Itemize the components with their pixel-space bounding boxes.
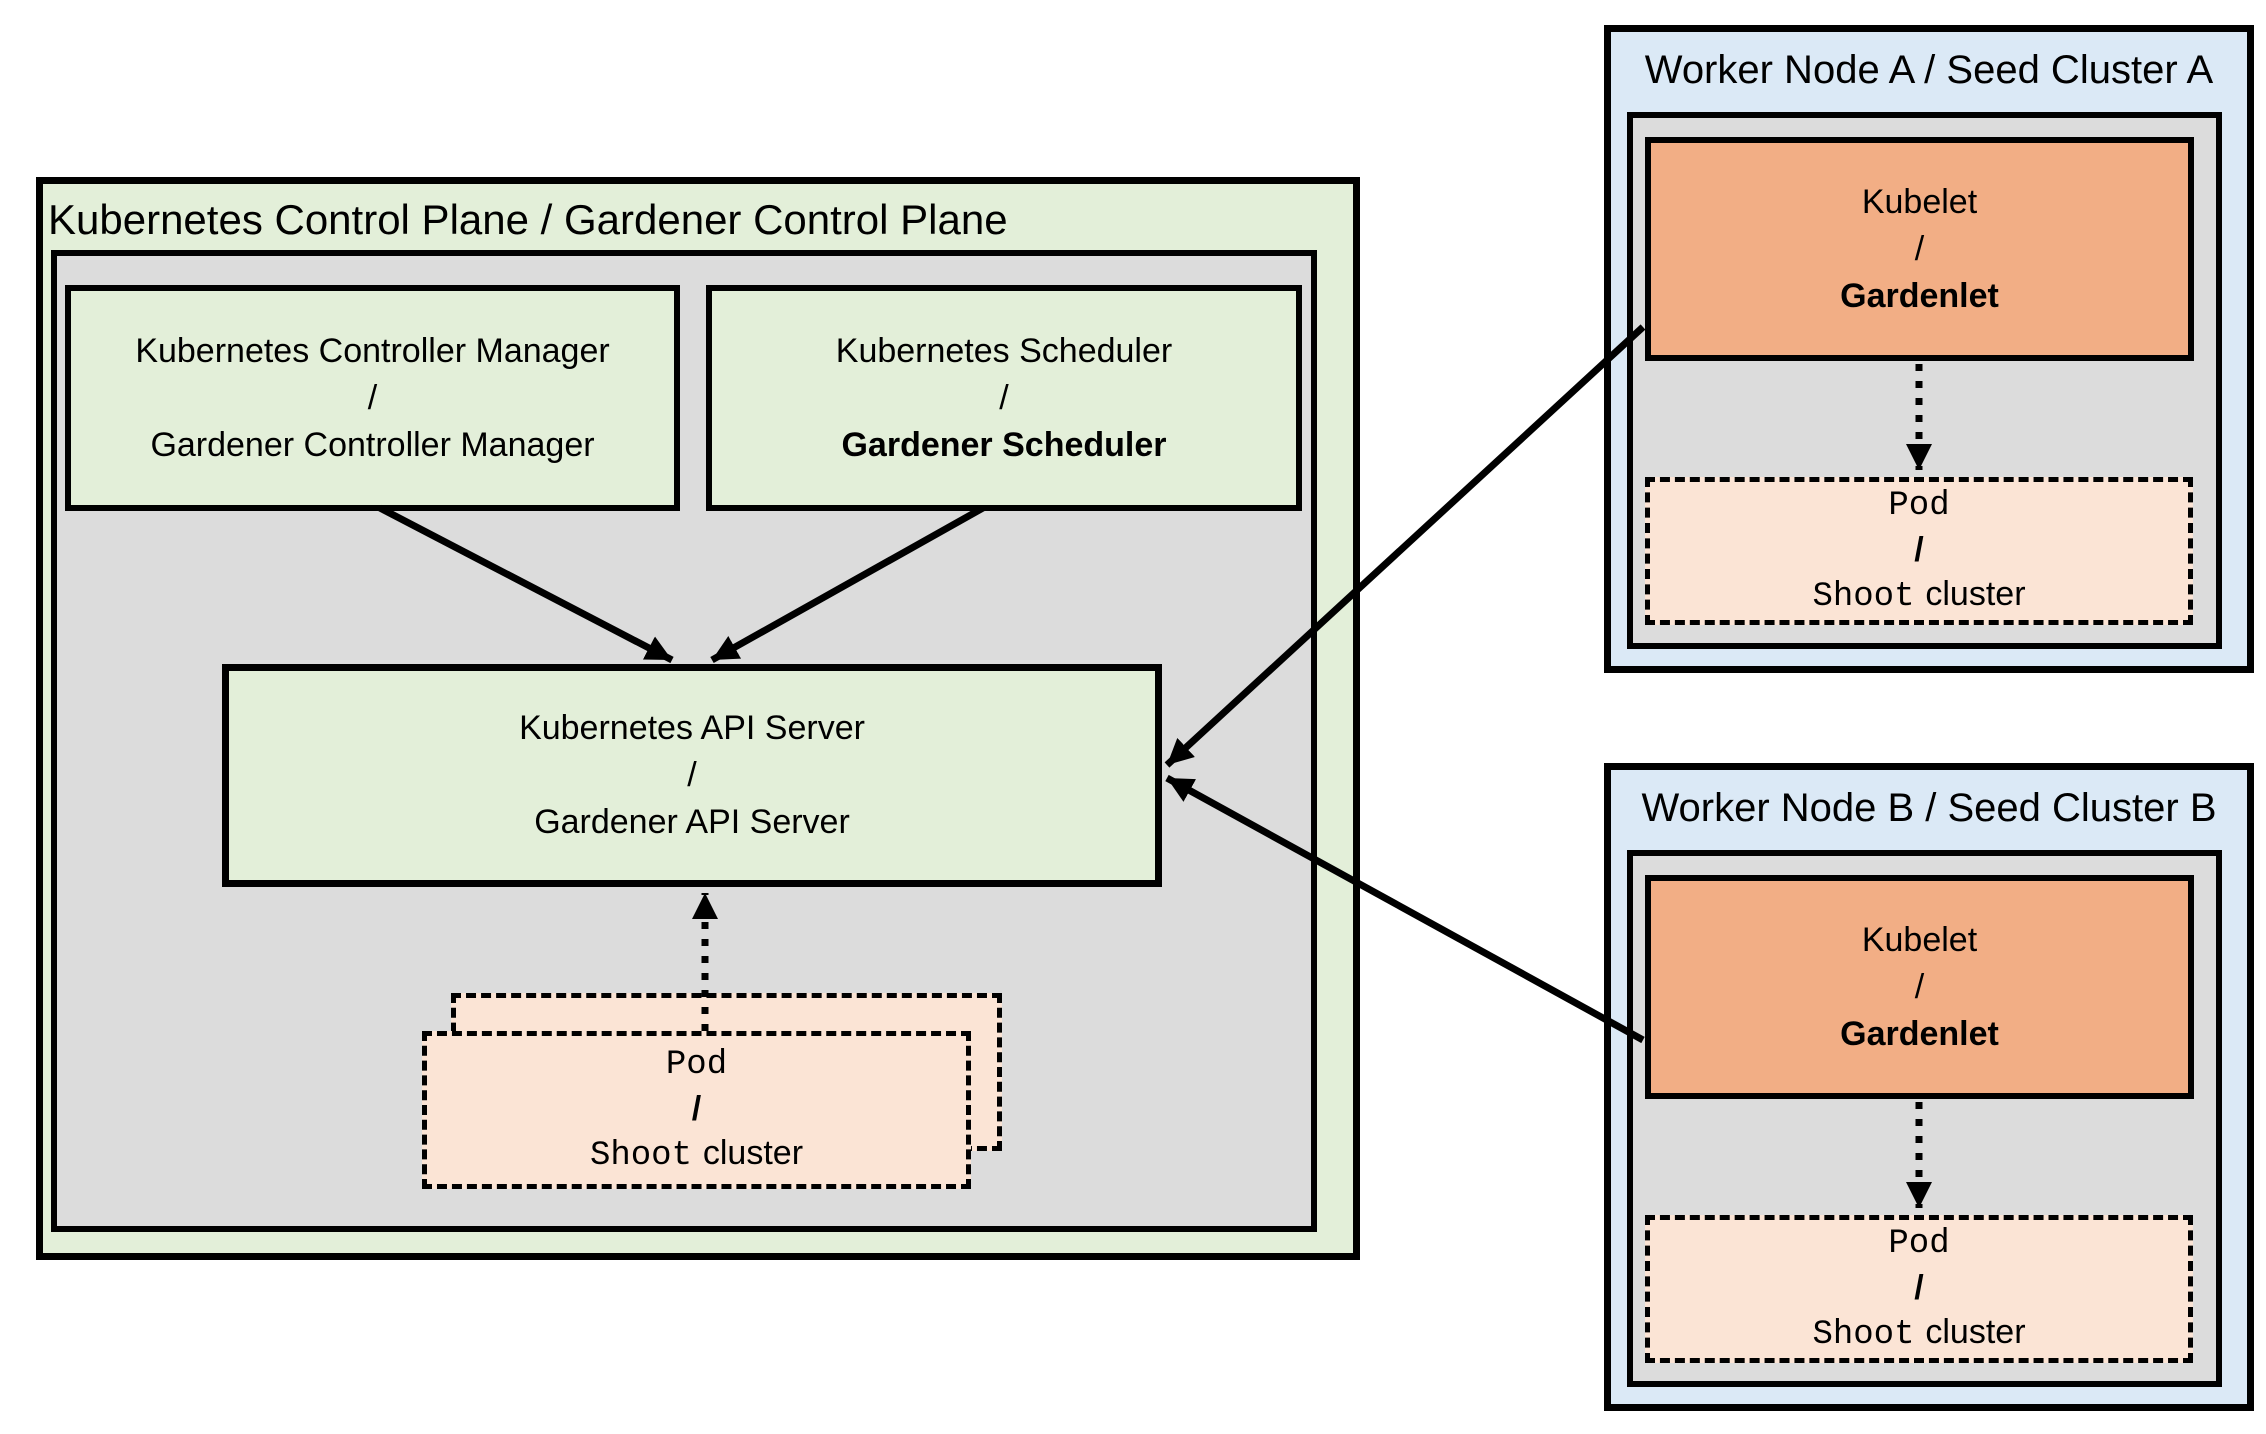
pod-b-separator: / xyxy=(1914,1268,1924,1307)
control-plane-title: Kubernetes Control Plane / Gardener Cont… xyxy=(48,196,1008,243)
controller-manager-label-top: Kubernetes Controller Manager xyxy=(135,331,610,370)
worker-node-b-title: Worker Node B / Seed Cluster B xyxy=(1641,786,2217,830)
cluster-b-label: cluster xyxy=(1925,1312,2026,1351)
api-server-box: Kubernetes API Server / Gardener API Ser… xyxy=(222,664,1162,887)
kubelet-a-box: Kubelet / Gardenlet xyxy=(1645,137,2194,361)
pod-shoot-cluster-box-a: Pod / Shoot cluster xyxy=(1645,477,2193,625)
shoot-b-label: Shoot xyxy=(1812,1315,1915,1354)
kubelet-b-separator: / xyxy=(1914,967,1925,1006)
scheduler-separator: / xyxy=(999,378,1009,417)
scheduler-label-top: Kubernetes Scheduler xyxy=(835,331,1173,370)
api-server-label-bottom: Gardener API Server xyxy=(534,803,850,841)
kubelet-a-label-top: Kubelet xyxy=(1861,182,1978,221)
controller-manager-separator: / xyxy=(367,378,378,417)
shoot-cluster-b-label: Shoot cluster xyxy=(1812,1310,2025,1357)
kubelet-b-label-top: Kubelet xyxy=(1861,920,1978,959)
pod-label: Pod xyxy=(665,1045,728,1084)
pod-shoot-cluster-box-b: Pod / Shoot cluster xyxy=(1645,1215,2193,1363)
worker-node-a-title: Worker Node A / Seed Cluster A xyxy=(1644,48,2214,92)
kubelet-a-label-bottom: Gardenlet xyxy=(1840,276,1999,315)
api-server-separator: / xyxy=(687,756,697,794)
pod-separator: / xyxy=(691,1089,702,1128)
pod-a-separator: / xyxy=(1914,530,1924,569)
pod-a-label: Pod xyxy=(1888,486,1950,525)
api-server-label-top: Kubernetes API Server xyxy=(519,709,865,747)
pod-shoot-cluster-box: Pod / Shoot cluster xyxy=(422,1031,971,1189)
shoot-a-label: Shoot xyxy=(1812,577,1915,616)
shoot-cluster-a-label: Shoot cluster xyxy=(1812,572,2025,619)
pod-b-label: Pod xyxy=(1888,1224,1950,1263)
controller-manager-label-bottom: Gardener Controller Manager xyxy=(150,425,595,464)
kubelet-b-box: Kubelet / Gardenlet xyxy=(1645,875,2194,1099)
cluster-a-label: cluster xyxy=(1925,574,2026,613)
shoot-label: Shoot xyxy=(589,1136,692,1175)
kubelet-b-label-bottom: Gardenlet xyxy=(1840,1014,1999,1053)
scheduler-label-bottom: Gardener Scheduler xyxy=(841,425,1167,464)
cluster-label: cluster xyxy=(702,1133,804,1172)
scheduler-box: Kubernetes Scheduler / Gardener Schedule… xyxy=(706,285,1302,511)
kubelet-a-separator: / xyxy=(1914,229,1925,268)
controller-manager-box: Kubernetes Controller Manager / Gardener… xyxy=(65,285,680,511)
shoot-cluster-label: Shoot cluster xyxy=(590,1131,803,1178)
